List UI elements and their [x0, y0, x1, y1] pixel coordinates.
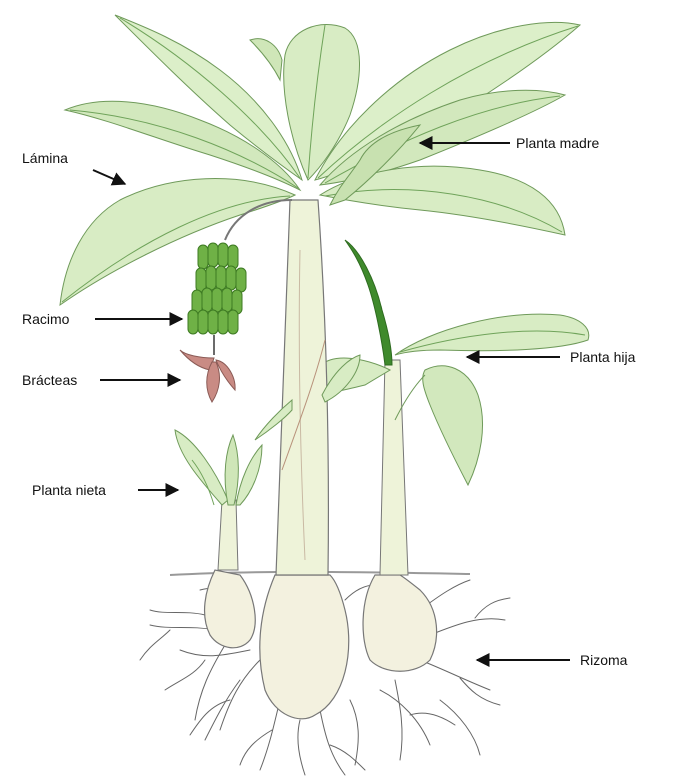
- rhizome: [205, 570, 437, 719]
- arrow-lamina: [93, 170, 125, 184]
- planta-hija-plant: [300, 240, 589, 575]
- label-rizoma: Rizoma: [580, 652, 627, 668]
- bracteas-flower: [180, 350, 235, 402]
- label-racimo: Racimo: [22, 311, 69, 327]
- label-planta-hija: Planta hija: [570, 349, 635, 365]
- racimo-bunch: [188, 243, 246, 334]
- label-planta-madre: Planta madre: [516, 135, 599, 151]
- label-lamina: Lámina: [22, 150, 68, 166]
- planta-nieta-plant: [175, 430, 262, 570]
- label-planta-nieta: Planta nieta: [32, 482, 106, 498]
- label-bracteas: Brácteas: [22, 372, 77, 388]
